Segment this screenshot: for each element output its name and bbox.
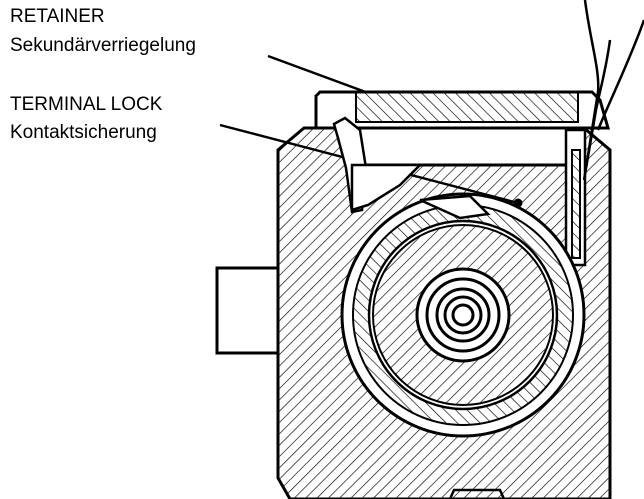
right-latch-arm	[571, 149, 581, 259]
callout-retainer: RETAINER Sekundärverriegelung	[10, 6, 196, 56]
retainer-part	[314, 90, 610, 130]
terminal-lock-nose	[419, 194, 491, 220]
bottom-detail	[448, 488, 506, 499]
wire-lower	[582, 39, 612, 181]
callout-terminal-lock: TERMINAL LOCK Kontaktsicherung	[10, 94, 163, 143]
terminal-lock-pocket	[350, 163, 424, 212]
retainer-subtitle: Sekundärverriegelung	[10, 35, 196, 56]
lock-channel	[343, 126, 577, 167]
terminal-lock-subtitle: Kontaktsicherung	[10, 122, 157, 143]
terminal-assembly	[340, 192, 586, 438]
retainer-title: RETAINER	[10, 6, 105, 27]
terminal-lock-title: TERMINAL LOCK	[10, 94, 163, 115]
wire-upper	[583, 0, 600, 169]
wire-right	[596, 19, 644, 131]
side-tab	[215, 266, 280, 355]
